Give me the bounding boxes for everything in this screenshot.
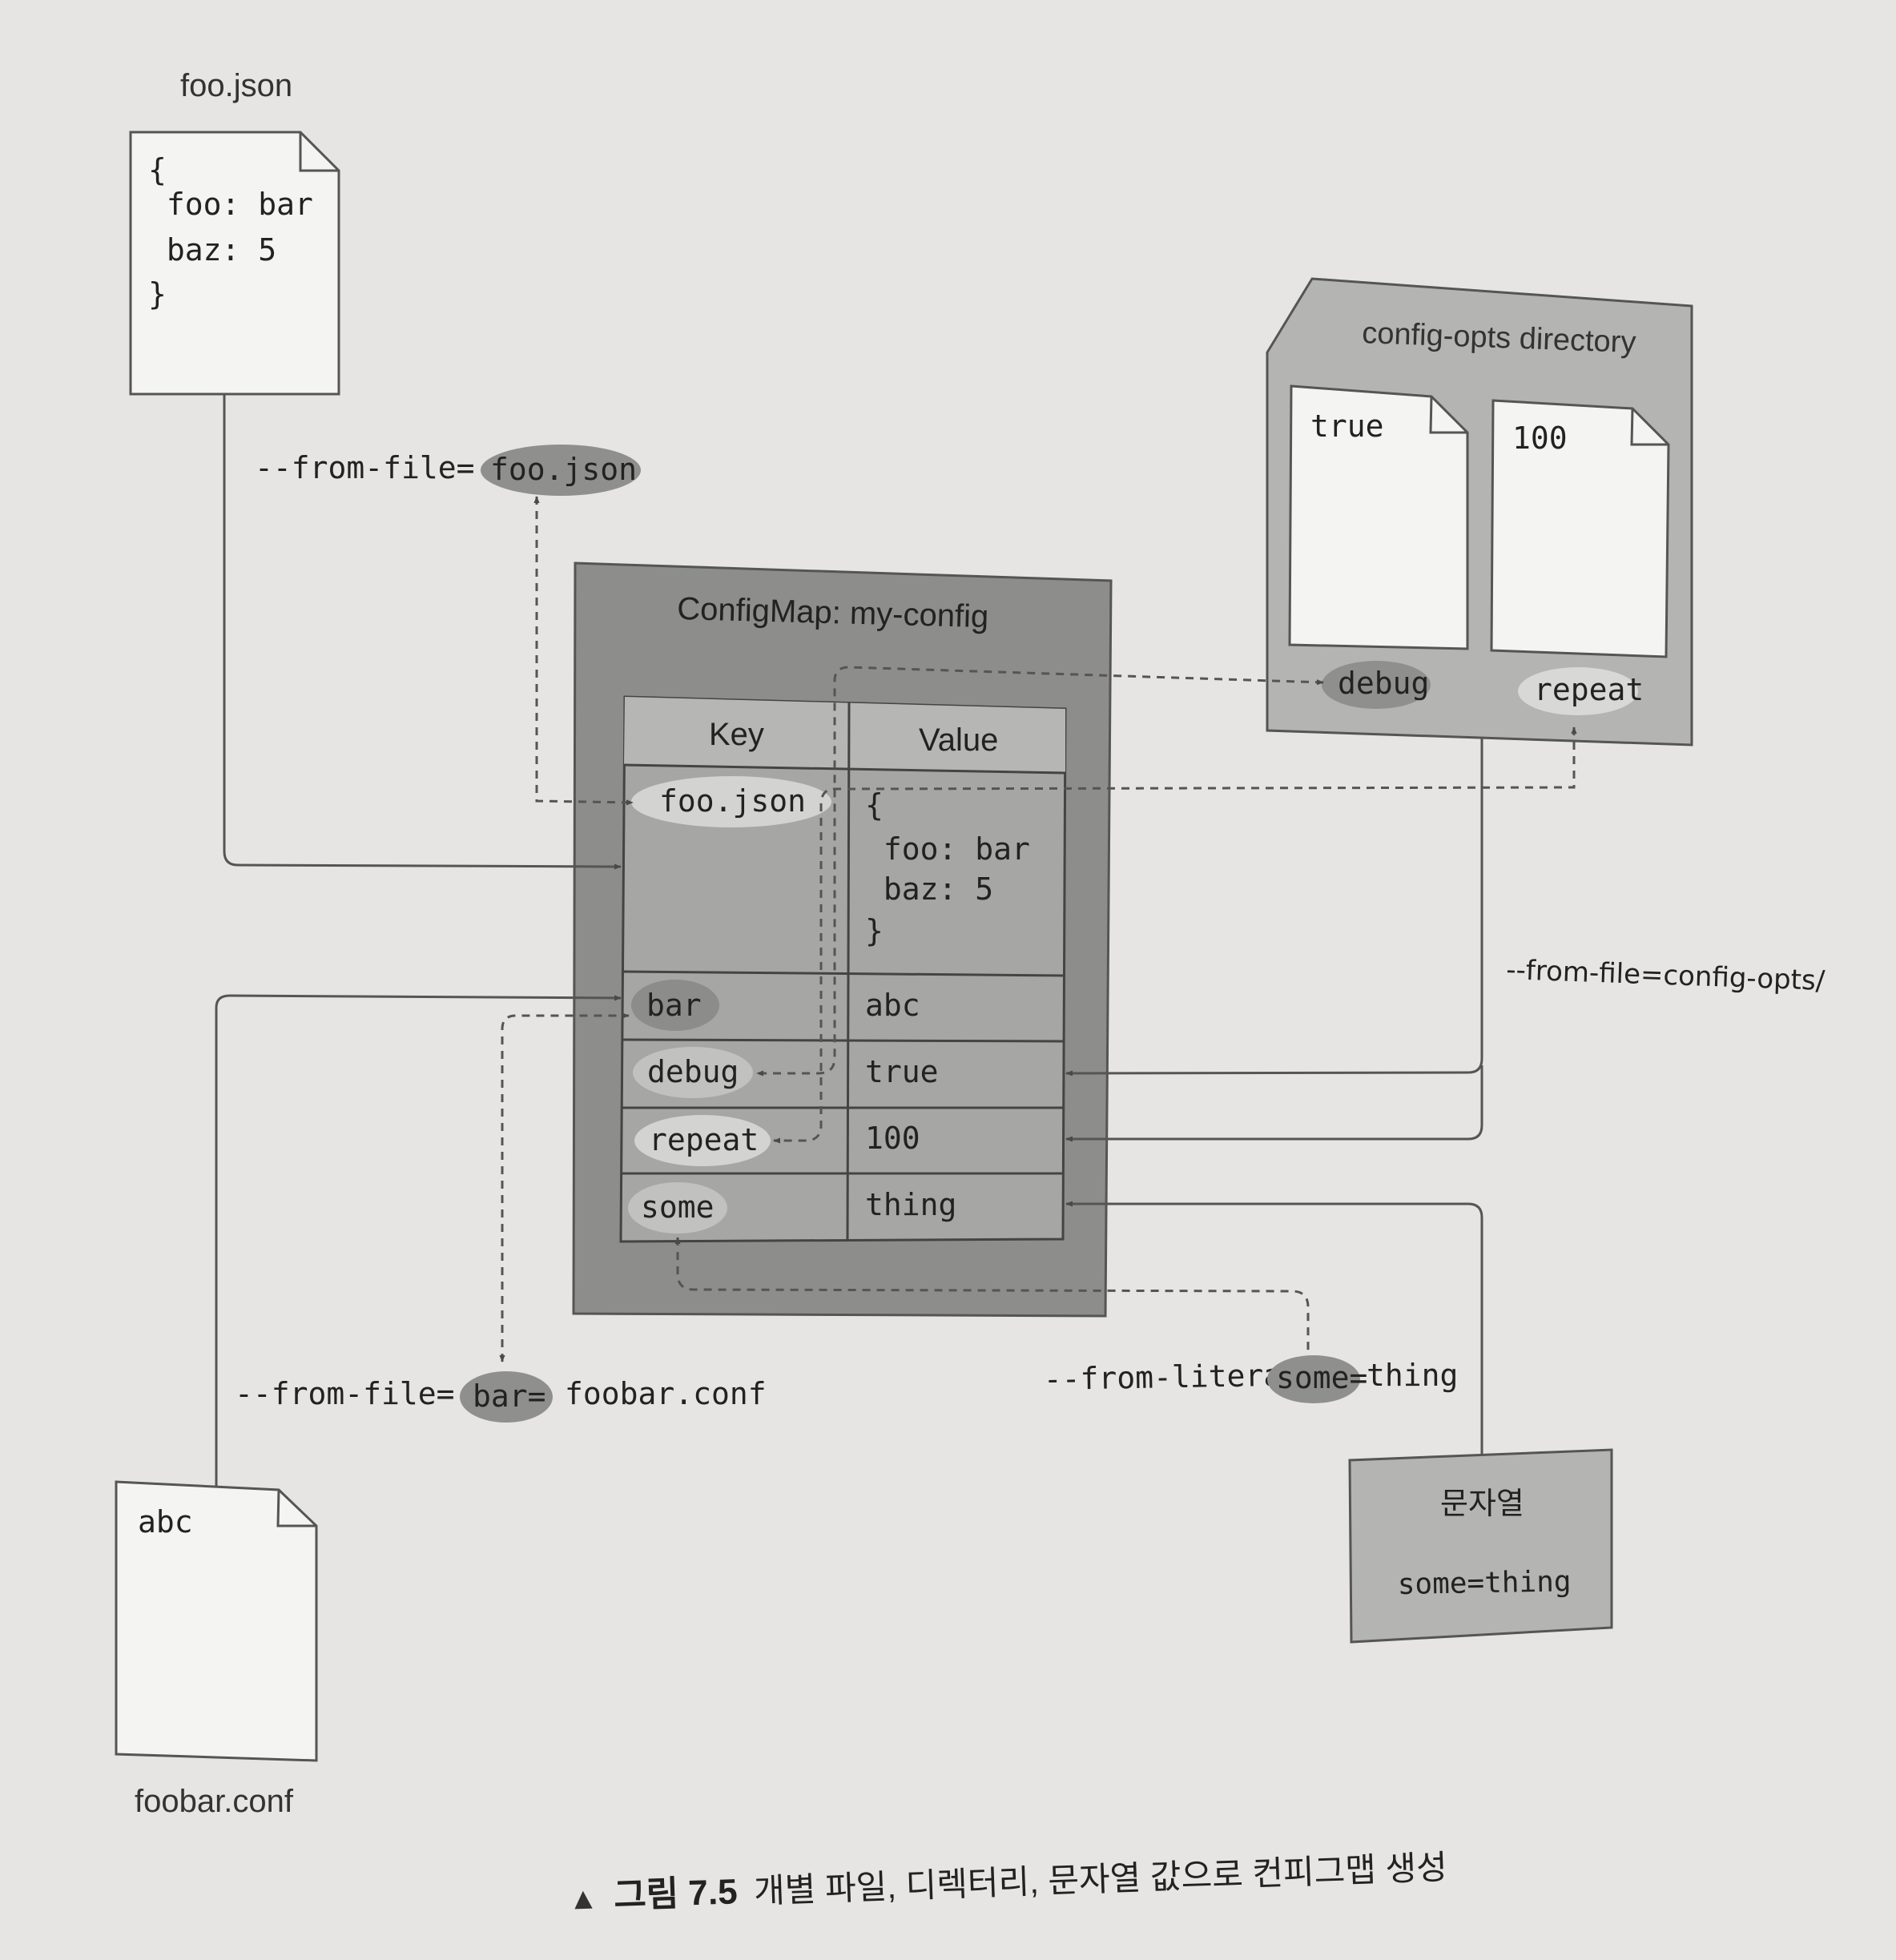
literal-string-content: some=thing (1397, 1565, 1571, 1601)
dash-bar-key (499, 1012, 630, 1362)
foo-json-file-icon (129, 131, 340, 396)
foo-json-line-3: baz: 5 (148, 232, 276, 268)
row-value-foo-json-line-2: foo: bar (865, 831, 1030, 867)
directory-file-true-content: true (1310, 409, 1384, 444)
foobar-conf-filename: foobar.conf (135, 1784, 294, 1819)
foo-json-file-fold (299, 132, 339, 172)
from-file-foo-key: foo.json (490, 452, 637, 487)
repeat-key-ellipse (1518, 667, 1638, 715)
row-value-some: thing (865, 1187, 956, 1222)
directory-file-100-content: 100 (1512, 421, 1568, 456)
debug-key-ellipse (1322, 661, 1431, 709)
table-header-key: Key (709, 717, 764, 752)
row-value-foo-json-line-4: } (865, 913, 884, 948)
dash-some-key (674, 1237, 1311, 1366)
dashed-connectors (499, 496, 1577, 1366)
connector-foobar-to-bar-row (215, 994, 622, 1486)
some-key-ellipse (1267, 1355, 1360, 1403)
foo-json-line-4: } (148, 276, 167, 312)
table-column-divider (846, 702, 851, 1241)
row-value-debug: true (865, 1054, 939, 1089)
row-key-ellipse-some (628, 1182, 727, 1234)
directory-file-true (1288, 384, 1469, 650)
table-row-line-3 (622, 1038, 1065, 1043)
bar-key-ellipse (460, 1371, 553, 1423)
row-key-some: some (641, 1189, 715, 1225)
directory-key-debug: debug (1338, 666, 1429, 701)
row-key-debug: debug (647, 1054, 739, 1089)
row-value-repeat: 100 (865, 1121, 920, 1156)
row-key-ellipse-bar (631, 980, 719, 1031)
directory-key-repeat: repeat (1534, 672, 1644, 707)
foobar-conf-file-fold (276, 1489, 316, 1527)
directory-file-true-fold (1429, 396, 1467, 434)
directory-file-100-fold (1630, 408, 1669, 446)
row-value-bar: abc (865, 988, 920, 1023)
foo-json-line-2: foo: bar (148, 187, 313, 222)
table-header-bg (624, 697, 1065, 773)
literal-string-box (1348, 1448, 1613, 1644)
from-file-foo-prefix: --from-file= (255, 450, 475, 485)
caption-label: 그림 7.5 (613, 1872, 738, 1915)
configmap-title: ConfigMap: my-config (677, 591, 989, 634)
literal-string-title: 문자열 (1440, 1487, 1524, 1521)
row-key-ellipse-debug (633, 1047, 753, 1098)
foo-json-filename: foo.json (180, 68, 292, 103)
foobar-conf-file-icon (115, 1480, 318, 1762)
directory-file-100 (1490, 399, 1670, 658)
row-key-foo-json: foo.json (659, 783, 806, 819)
row-value-foo-json-line-1: { (865, 787, 884, 823)
foobar-conf-content: abc (138, 1504, 193, 1539)
row-key-bar: bar (646, 988, 702, 1023)
from-file-bar-suffix: foobar.conf (565, 1376, 767, 1411)
from-literal-suffix: thing (1367, 1358, 1458, 1393)
caption-marker: ▲ (568, 1882, 599, 1916)
foo-json-key-ellipse (481, 445, 641, 496)
from-literal-key: some= (1276, 1360, 1367, 1395)
foo-json-line-1: { (148, 152, 167, 187)
dash-repeat-key (773, 726, 1577, 1144)
table-header-value: Value (919, 722, 998, 758)
row-key-repeat: repeat (649, 1122, 759, 1157)
from-file-bar-prefix: --from-file= (235, 1376, 455, 1411)
row-key-ellipse-repeat (634, 1115, 771, 1166)
dash-foo-json-key (533, 496, 634, 806)
from-file-bar-key: bar= (473, 1378, 546, 1414)
row-value-foo-json-line-3: baz: 5 (865, 871, 993, 907)
connector-literal-to-some-row (1065, 1201, 1483, 1454)
connector-foo-json-to-table (223, 394, 622, 870)
